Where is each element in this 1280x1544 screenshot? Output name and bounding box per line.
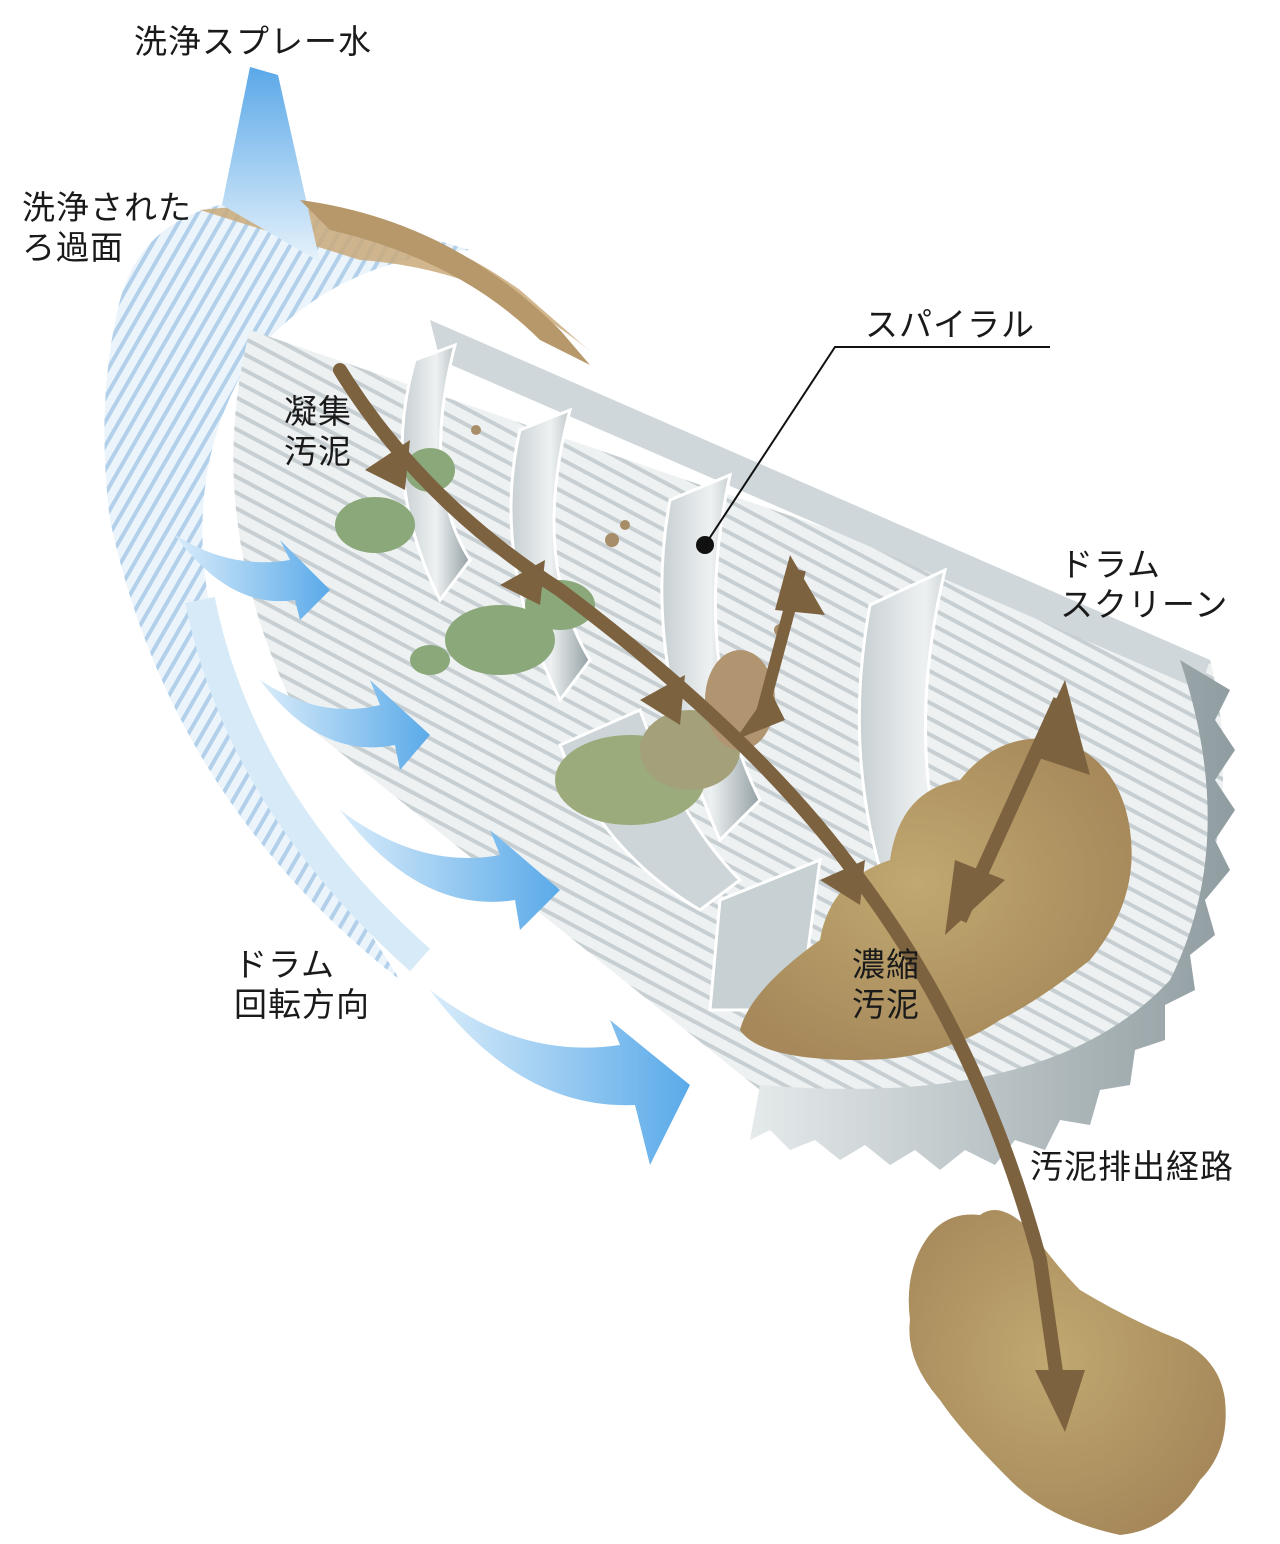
sludge-flow-arrow [333, 363, 1067, 1407]
drum-rotation-arrows [175, 535, 690, 1165]
flocculated-sludge [335, 425, 786, 825]
label-wash-spray-water: 洗浄スプレー水 [134, 22, 372, 61]
top-rotation-arrow [300, 200, 590, 365]
label-thickened-sludge: 濃縮 汚泥 [852, 945, 920, 1024]
thickened-sludge [740, 738, 1132, 1060]
wash-spray-water [222, 67, 320, 262]
spiral-leader-line [704, 346, 1050, 546]
label-cleaned-filter-surface: 洗浄された ろ過面 [22, 188, 192, 267]
label-drum-screen: ドラム スクリーン [1060, 545, 1229, 624]
drum-end-teeth [750, 660, 1235, 1170]
label-drum-rotation-direction: ドラム 回転方向 [234, 945, 370, 1024]
label-flocculated-sludge: 凝集 汚泥 [284, 392, 352, 471]
label-sludge-discharge-path: 汚泥排出経路 [1030, 1147, 1234, 1186]
sludge-flow-arrowheads [365, 440, 1085, 1432]
mixing-arrows [735, 555, 1090, 935]
label-spiral: スパイラル [865, 305, 1035, 344]
